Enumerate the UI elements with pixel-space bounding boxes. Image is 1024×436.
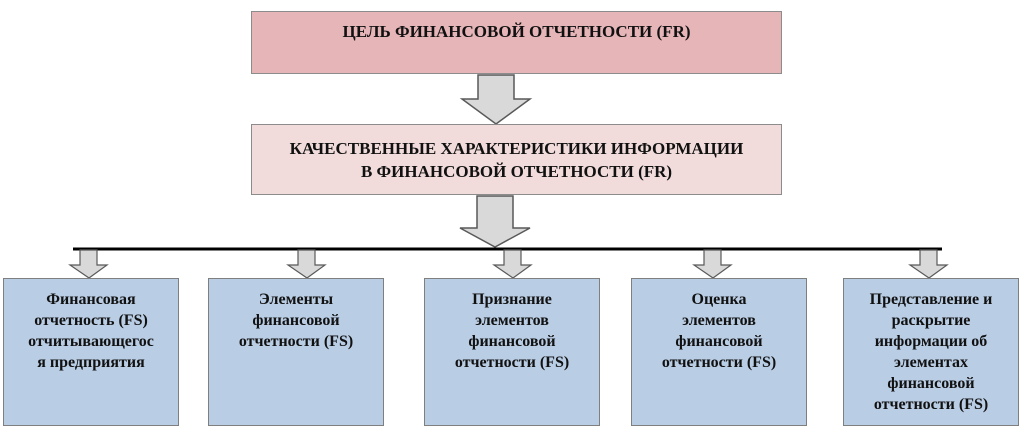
arrow-to-leaf-1 <box>68 249 109 279</box>
leaf-box-recognition: Признание элементов финансовой отчетност… <box>424 278 600 426</box>
qualitative-characteristics-box: КАЧЕСТВЕННЫЕ ХАРАКТЕРИСТИКИ ИНФОРМАЦИИ В… <box>251 124 782 195</box>
leaf-box-elements: Элементы финансовой отчетности (FS) <box>208 278 384 426</box>
leaf-box-financial-statements: Финансовая отчетность (FS) отчитывающего… <box>3 278 179 426</box>
arrow-to-leaf-5 <box>908 249 949 279</box>
arrow-second-to-bus <box>459 195 531 248</box>
arrow-to-leaf-3 <box>492 249 533 279</box>
leaf-box-measurement: Оценка элементов финансовой отчетности (… <box>631 278 807 426</box>
arrow-to-leaf-4 <box>692 249 733 279</box>
arrow-to-leaf-2 <box>286 249 327 279</box>
leaf-box-presentation-disclosure: Представление и раскрытие информации об … <box>843 278 1019 426</box>
arrow-top-to-second <box>459 74 533 125</box>
goal-box: ЦЕЛЬ ФИНАНСОВОЙ ОТЧЕТНОСТИ (FR) <box>251 11 782 74</box>
